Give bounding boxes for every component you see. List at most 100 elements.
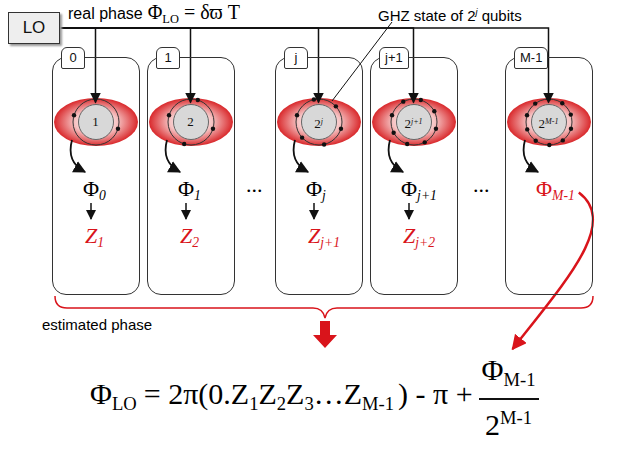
ghz-callout: GHZ state of 2jqubits	[378, 1, 522, 27]
digit-row: Zj+1	[308, 223, 340, 256]
trap-ellipse	[149, 98, 233, 146]
formula-index: M-1	[362, 393, 394, 414]
phase-row: Φ0	[83, 176, 106, 209]
phase-symbol: Φ	[148, 1, 163, 23]
trap-ellipse	[507, 98, 591, 146]
trap-ellipse	[277, 98, 361, 146]
ellipsis: ...	[246, 172, 263, 198]
qubit-count: 2	[314, 116, 321, 131]
formula-index: M-1	[500, 407, 532, 428]
qubit-dot	[525, 127, 529, 131]
bracket	[55, 296, 593, 318]
ellipsis: ...	[246, 172, 263, 197]
qubit-count: 2	[539, 116, 546, 131]
phase-index: 0	[99, 188, 106, 203]
module-tab: 0	[61, 47, 85, 69]
atom-label: 2j+1	[397, 105, 431, 142]
ghz-atom: 2M-1	[531, 104, 567, 140]
lo-phase-line	[60, 28, 191, 103]
qubit-dot	[561, 138, 565, 142]
qubit-count: 1	[92, 114, 99, 129]
trap-ellipse	[54, 98, 138, 146]
denominator: 2M-1	[479, 398, 539, 443]
qubit-dot	[211, 127, 215, 131]
formula-term: Φ	[90, 377, 112, 410]
readout-arrow	[389, 140, 403, 172]
formula-term: = 2π(0.Z	[144, 377, 249, 410]
combine-arrow	[313, 321, 337, 348]
atom-ellipses	[54, 98, 591, 146]
real-phase-label: real phase ΦLO = δϖ T	[68, 0, 240, 31]
phase-symbol: Φ	[536, 176, 552, 201]
formula-term: Z	[286, 377, 304, 410]
formula-term: ) - π +	[398, 377, 473, 410]
phase-row: Φj	[306, 176, 326, 209]
callout-text: qubits	[482, 7, 522, 24]
digit-index: j+2	[415, 235, 435, 250]
module-tab: 1	[156, 47, 180, 69]
qubit-ring	[168, 99, 214, 145]
lo-phase-line	[60, 28, 319, 103]
qubit-dot	[167, 113, 171, 117]
ghz-atom: 1	[78, 104, 114, 140]
formula-index: LO	[112, 393, 137, 414]
digit-arrow	[90, 203, 92, 219]
qubit-dot	[419, 98, 423, 102]
formula-term: …Z	[314, 377, 362, 410]
formula-index: M-1	[504, 369, 536, 390]
digit-index: 2	[192, 235, 199, 250]
formula-index: 1	[249, 393, 258, 414]
digit-symbol: Z	[180, 223, 192, 248]
phase-row: ΦM-1	[536, 176, 575, 209]
atom-label: 2j	[302, 105, 336, 142]
digit-symbol: Z	[403, 223, 415, 248]
qubit-dot	[547, 143, 551, 147]
qubit-dot	[322, 142, 326, 146]
qubit-ring	[391, 99, 437, 145]
lo-phase-line	[60, 28, 549, 103]
qubit-dot	[116, 127, 120, 131]
formula-term: 2	[485, 408, 500, 441]
module-index: M-1	[520, 50, 542, 65]
lo-box: LO	[8, 12, 60, 44]
phase-index: LO	[162, 12, 179, 26]
module-index: 1	[164, 50, 171, 65]
formula-index: 3	[304, 393, 313, 414]
phase-value: = δϖ T	[184, 1, 240, 23]
ellipsis: ...	[473, 172, 490, 198]
module-index: j+1	[385, 50, 403, 65]
qubit-dot	[569, 127, 573, 131]
fraction: ΦM-12M-1	[479, 352, 539, 443]
final-phase-arrow	[513, 193, 593, 349]
ghz-atom: 2	[173, 104, 209, 140]
qubit-ring	[296, 99, 342, 145]
phase-formula: ΦLO= 2π(0.Z1Z2Z3…ZM-1) - π +ΦM-12M-1	[90, 352, 539, 443]
digit-row: Zj+2	[403, 223, 435, 256]
qubit-ring	[73, 99, 119, 145]
qubit-dot	[401, 99, 405, 103]
phase-symbol: Φ	[306, 176, 322, 201]
qubit-dot	[560, 101, 564, 105]
qubit-dot	[72, 113, 76, 117]
qubit-dot	[300, 135, 304, 139]
callout-exponent: j	[476, 7, 478, 17]
phase-symbol: Φ	[401, 176, 417, 201]
qubit-dot	[182, 142, 186, 146]
qubit-dot	[525, 113, 529, 117]
lo-phase-line	[60, 28, 96, 103]
qubit-dot	[334, 104, 338, 108]
qubit-dot	[390, 113, 394, 117]
readout-arrow	[524, 140, 538, 172]
digit-arrow	[313, 203, 315, 219]
readout-arrow	[294, 140, 308, 172]
qubit-count: M-1	[545, 117, 558, 126]
lo-phase-line	[60, 28, 414, 103]
ghz-atom: 2j	[301, 104, 337, 140]
phase-index: j+1	[417, 188, 437, 203]
ellipsis: ...	[473, 172, 490, 197]
phase-index: M-1	[552, 188, 575, 203]
qubit-dot	[391, 131, 395, 135]
module-index: j	[295, 50, 298, 65]
label-text: real phase	[68, 5, 143, 22]
qubit-dot	[312, 97, 316, 101]
